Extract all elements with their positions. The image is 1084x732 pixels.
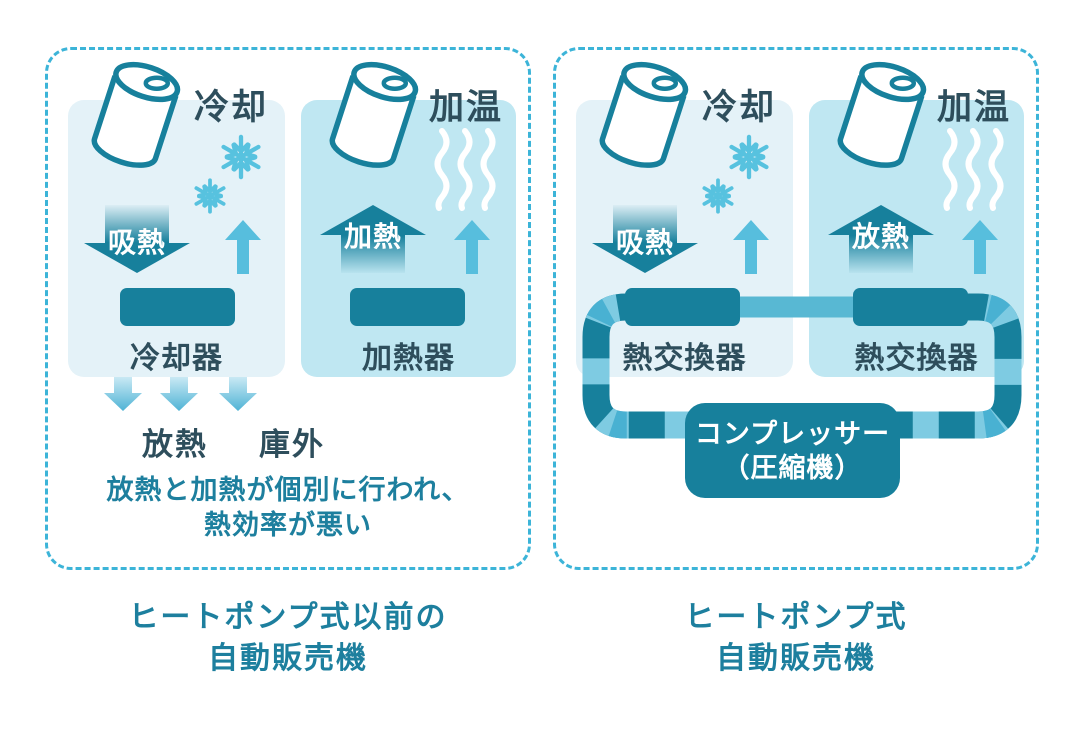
- heat-exchanger-cool-label: 熱交換器: [622, 342, 747, 375]
- caption-line2: 自動販売機: [716, 642, 876, 675]
- up-arrow-icon: [454, 220, 490, 274]
- heat-exchanger-warm-block: [853, 288, 968, 326]
- caption-line2: 自動販売機: [208, 642, 368, 675]
- caption-line1: ヒートポンプ式以前の: [128, 601, 448, 634]
- snowflake-icon: [218, 134, 264, 180]
- heat-exchanger-warm-label: 熱交換器: [854, 342, 979, 375]
- exhaust-label: 放熱: [142, 427, 208, 462]
- can-icon: [588, 53, 697, 189]
- heater-block: [350, 288, 465, 326]
- inefficiency-note: 放熱と加熱が個別に行われ、 熱効率が悪い: [48, 473, 528, 543]
- cooler-label: 冷却器: [130, 342, 223, 375]
- cooling-zone-label: 冷却: [702, 88, 777, 127]
- heater-label: 加熱器: [362, 342, 455, 375]
- heating-arrow-label: 加熱: [343, 221, 402, 252]
- panel-caption-pre-heatpump: ヒートポンプ式以前の 自動販売機: [45, 597, 531, 679]
- heating-arrow: 加熱: [320, 205, 426, 273]
- heat-wave-icon: [434, 126, 498, 222]
- snowflake-icon: [726, 134, 772, 180]
- caption-line1: ヒートポンプ式: [684, 601, 908, 634]
- note-line1: 放熱と加熱が個別に行われ、: [106, 475, 470, 505]
- release-heat-arrow: 放熱: [828, 205, 934, 273]
- heat-exchanger-cool-block: [625, 288, 740, 326]
- compressor-label-line2: （圧縮機）: [722, 452, 863, 483]
- down-arrow-icon: [104, 377, 142, 411]
- absorb-heat-arrow-label: 吸熱: [615, 227, 674, 258]
- absorb-heat-arrow: 吸熱: [84, 205, 190, 273]
- snowflake-icon: [192, 178, 228, 214]
- cooler-block: [120, 288, 235, 326]
- snowflake-icon: [700, 178, 736, 214]
- panel-caption-heatpump: ヒートポンプ式 自動販売機: [553, 597, 1039, 679]
- compressor-label-line1: コンプレッサー: [694, 418, 891, 449]
- up-arrow-icon: [962, 220, 998, 274]
- heat-wave-icon: [942, 126, 1006, 222]
- cooling-zone-label: 冷却: [194, 88, 269, 127]
- up-arrow-icon: [225, 220, 261, 274]
- down-arrow-icon: [160, 377, 198, 411]
- compressor-box: コンプレッサー （圧縮機）: [685, 403, 900, 498]
- panel-pre-heatpump: 冷却 加温: [45, 47, 531, 570]
- absorb-heat-arrow-label: 吸熱: [107, 227, 166, 258]
- can-icon: [318, 53, 427, 189]
- warming-zone-label: 加温: [937, 88, 1012, 127]
- note-line2: 熱効率が悪い: [204, 510, 372, 540]
- absorb-heat-arrow: 吸熱: [592, 205, 698, 273]
- outside-label: 庫外: [259, 427, 325, 462]
- release-heat-arrow-label: 放熱: [851, 221, 910, 252]
- warming-zone-label: 加温: [429, 88, 504, 127]
- can-icon: [826, 53, 935, 189]
- down-arrow-icon: [219, 377, 257, 411]
- panel-heatpump: 冷却 加温: [553, 47, 1039, 570]
- can-icon: [80, 53, 189, 189]
- up-arrow-icon: [733, 220, 769, 274]
